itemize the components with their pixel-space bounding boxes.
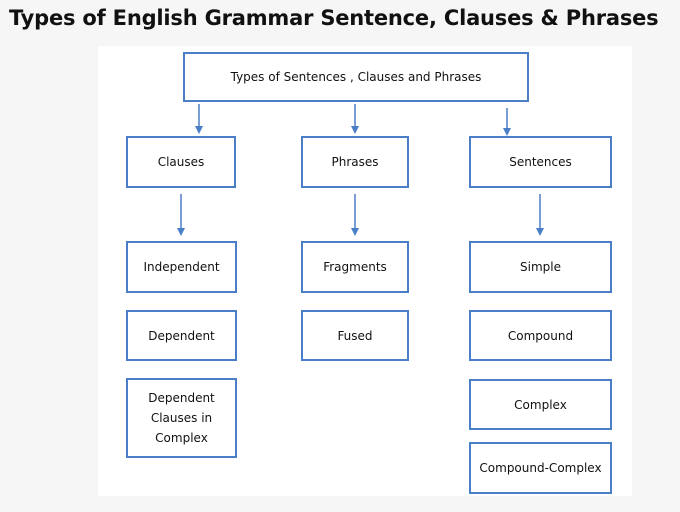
clause-item-dependent-clauses-in-complex: Dependent Clauses in Complex xyxy=(126,378,237,458)
phrases-box: Phrases xyxy=(301,136,409,188)
sentence-item-label: Compound xyxy=(507,328,574,343)
phrase-item-fused: Fused xyxy=(301,310,409,361)
clauses-label: Clauses xyxy=(157,155,205,169)
sentences-box: Sentences xyxy=(469,136,612,188)
diagram-canvas: Types of Sentences , Clauses and Phrases… xyxy=(98,46,632,496)
sentence-item-compound-complex: Compound-Complex xyxy=(469,442,612,494)
sentence-item-label: Simple xyxy=(520,260,561,274)
root-label: Types of Sentences , Clauses and Phrases xyxy=(230,70,482,84)
page-title: Types of English Grammar Sentence, Claus… xyxy=(9,6,659,30)
clause-item-independent: Independent xyxy=(126,241,237,293)
phrase-item-label: Fragments xyxy=(323,260,387,274)
sentence-item-complex: Complex xyxy=(469,379,612,430)
arrow-layer xyxy=(177,104,544,236)
sentence-item-simple: Simple xyxy=(469,241,612,293)
clause-item-label: Independent xyxy=(143,260,220,274)
sentence-item-label: Compound-Complex xyxy=(479,461,602,475)
clauses-box: Clauses xyxy=(126,136,236,188)
phrase-item-fragments: Fragments xyxy=(301,241,409,293)
phrases-label: Phrases xyxy=(331,155,379,169)
sentence-item-label: Complex xyxy=(514,397,567,412)
root-box: Types of Sentences , Clauses and Phrases xyxy=(183,52,529,102)
phrase-item-label: Fused xyxy=(337,328,373,343)
sentence-item-compound: Compound xyxy=(469,310,612,361)
clause-item-label: Dependent Clauses in Complex xyxy=(148,391,215,445)
clause-item-label: Dependent xyxy=(148,328,215,343)
clause-item-dependent: Dependent xyxy=(126,310,237,361)
sentences-label: Sentences xyxy=(509,155,572,169)
